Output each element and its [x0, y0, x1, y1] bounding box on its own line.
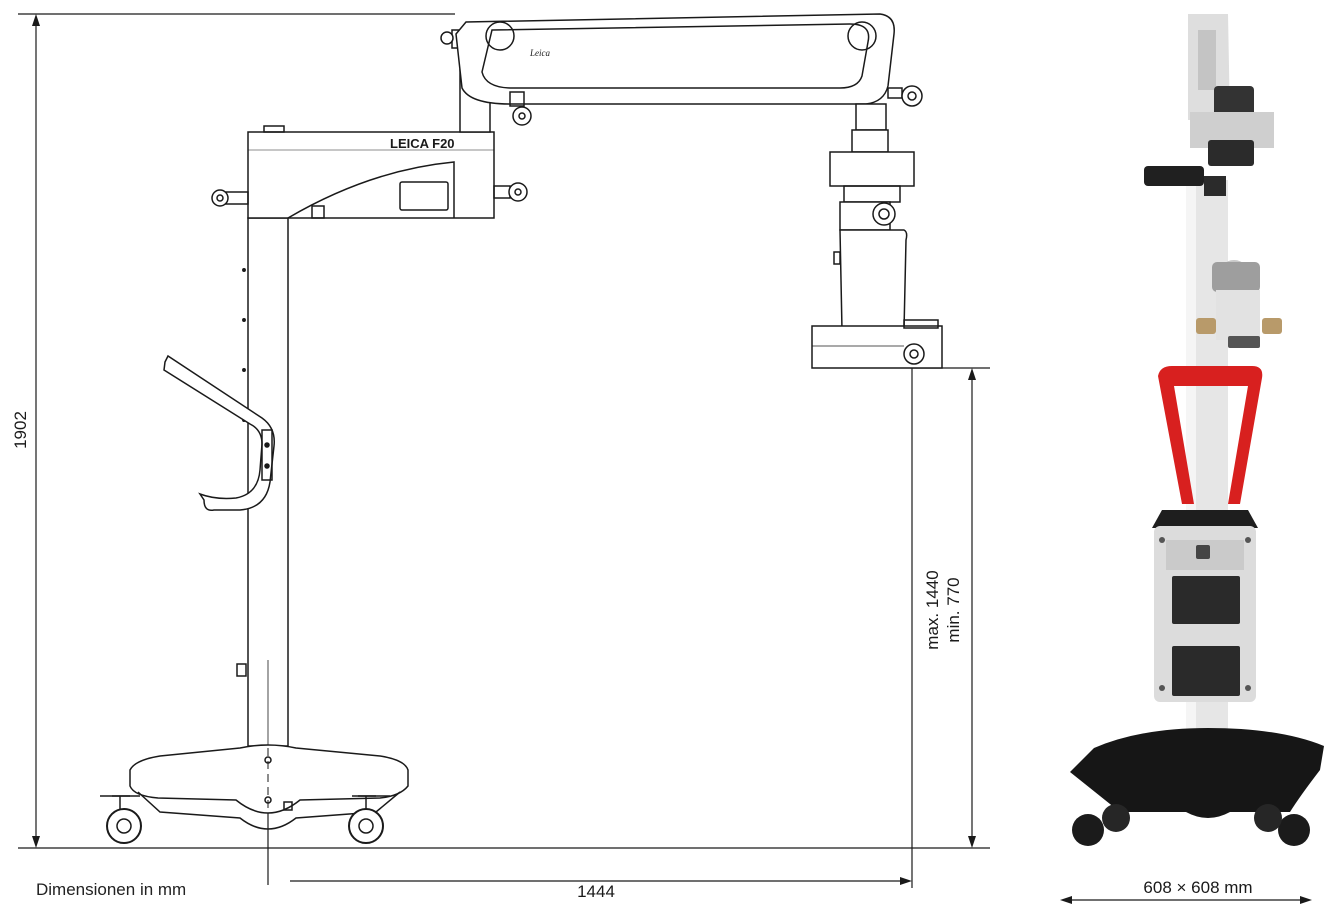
- product-photo: [1070, 14, 1324, 846]
- arm-knob: [509, 91, 532, 126]
- min-height-label: min. 770: [944, 577, 963, 642]
- brand-label: LEICA F20: [390, 136, 455, 151]
- reach-label: 1444: [577, 882, 615, 901]
- microscope-mount: [829, 151, 915, 187]
- max-height-label: max. 1440: [923, 570, 942, 649]
- wheel-left: [106, 795, 142, 844]
- total-height-label: 1902: [11, 411, 30, 449]
- knob-left: [211, 189, 249, 207]
- knob-right: [493, 182, 528, 202]
- unit-caption: Dimensionen in mm: [36, 880, 187, 899]
- footprint-label: 608 × 608 mm: [1143, 878, 1252, 897]
- stand-head: [247, 131, 495, 219]
- arm-end-knob: [887, 85, 923, 107]
- support-arm: [455, 13, 895, 105]
- microscope-body: [839, 229, 908, 331]
- photo-base: [1070, 728, 1324, 818]
- logo-script: Leica: [529, 48, 550, 58]
- wheel-right: [348, 795, 384, 844]
- red-handle: [1158, 366, 1263, 504]
- side-view-drawing: [100, 13, 943, 844]
- base: [129, 744, 409, 814]
